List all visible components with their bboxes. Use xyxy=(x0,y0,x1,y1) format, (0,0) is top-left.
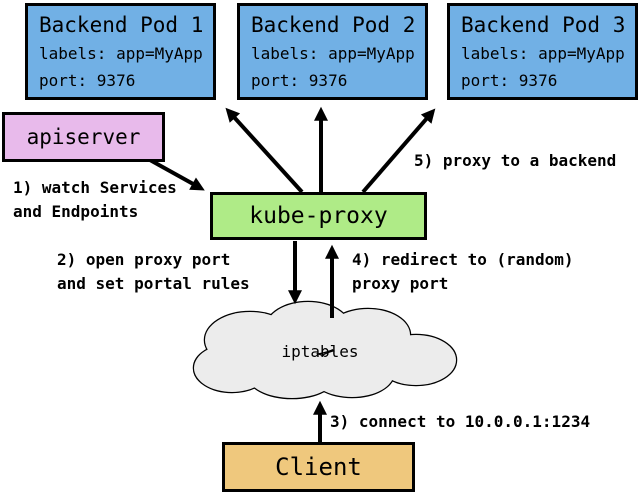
annotation-step2-open-proxy-port: 2) open proxy port and set portal rules xyxy=(57,250,250,293)
backend-pod-1-box: Backend Pod 1 labels: app=MyApp port: 93… xyxy=(25,3,216,100)
pod-labels-line: labels: app=MyApp xyxy=(461,44,625,63)
apiserver-label: apiserver xyxy=(26,125,141,149)
arrow-kube-proxy-to-pod-1 xyxy=(225,107,304,194)
pod-port-line: port: 9376 xyxy=(39,71,136,90)
backend-pod-3-box: Backend Pod 3 labels: app=MyApp port: 93… xyxy=(447,3,638,100)
pod-title: Backend Pod 2 xyxy=(251,13,416,37)
annotation-step4-redirect: 4) redirect to (random) proxy port xyxy=(352,250,574,293)
annotation-step5-proxy-to-backend: 5) proxy to a backend xyxy=(414,151,617,170)
client-box: Client xyxy=(222,442,415,492)
annotation-step3-connect: 3) connect to 10.0.0.1:1234 xyxy=(330,412,591,431)
pod-labels-line: labels: app=MyApp xyxy=(39,44,203,63)
kube-proxy-label: kube-proxy xyxy=(249,203,388,229)
pod-title: Backend Pod 1 xyxy=(39,13,204,37)
arrow-apiserver-to-kube-proxy xyxy=(149,158,205,191)
backend-pod-2-box: Backend Pod 2 labels: app=MyApp port: 93… xyxy=(237,3,428,100)
apiserver-box: apiserver xyxy=(2,112,165,162)
client-label: Client xyxy=(275,453,362,481)
pod-port-line: port: 9376 xyxy=(461,71,558,90)
kube-proxy-box: kube-proxy xyxy=(210,192,427,240)
iptables-label: iptables xyxy=(281,342,359,361)
iptables-cloud xyxy=(192,300,458,400)
annotation-step1-watch-services: 1) watch Services and Endpoints xyxy=(13,178,177,221)
pod-title: Backend Pod 3 xyxy=(461,13,626,37)
pod-port-line: port: 9376 xyxy=(251,71,348,90)
arrow-kube-proxy-to-pod-3 xyxy=(361,108,436,194)
pod-labels-line: labels: app=MyApp xyxy=(251,44,415,63)
